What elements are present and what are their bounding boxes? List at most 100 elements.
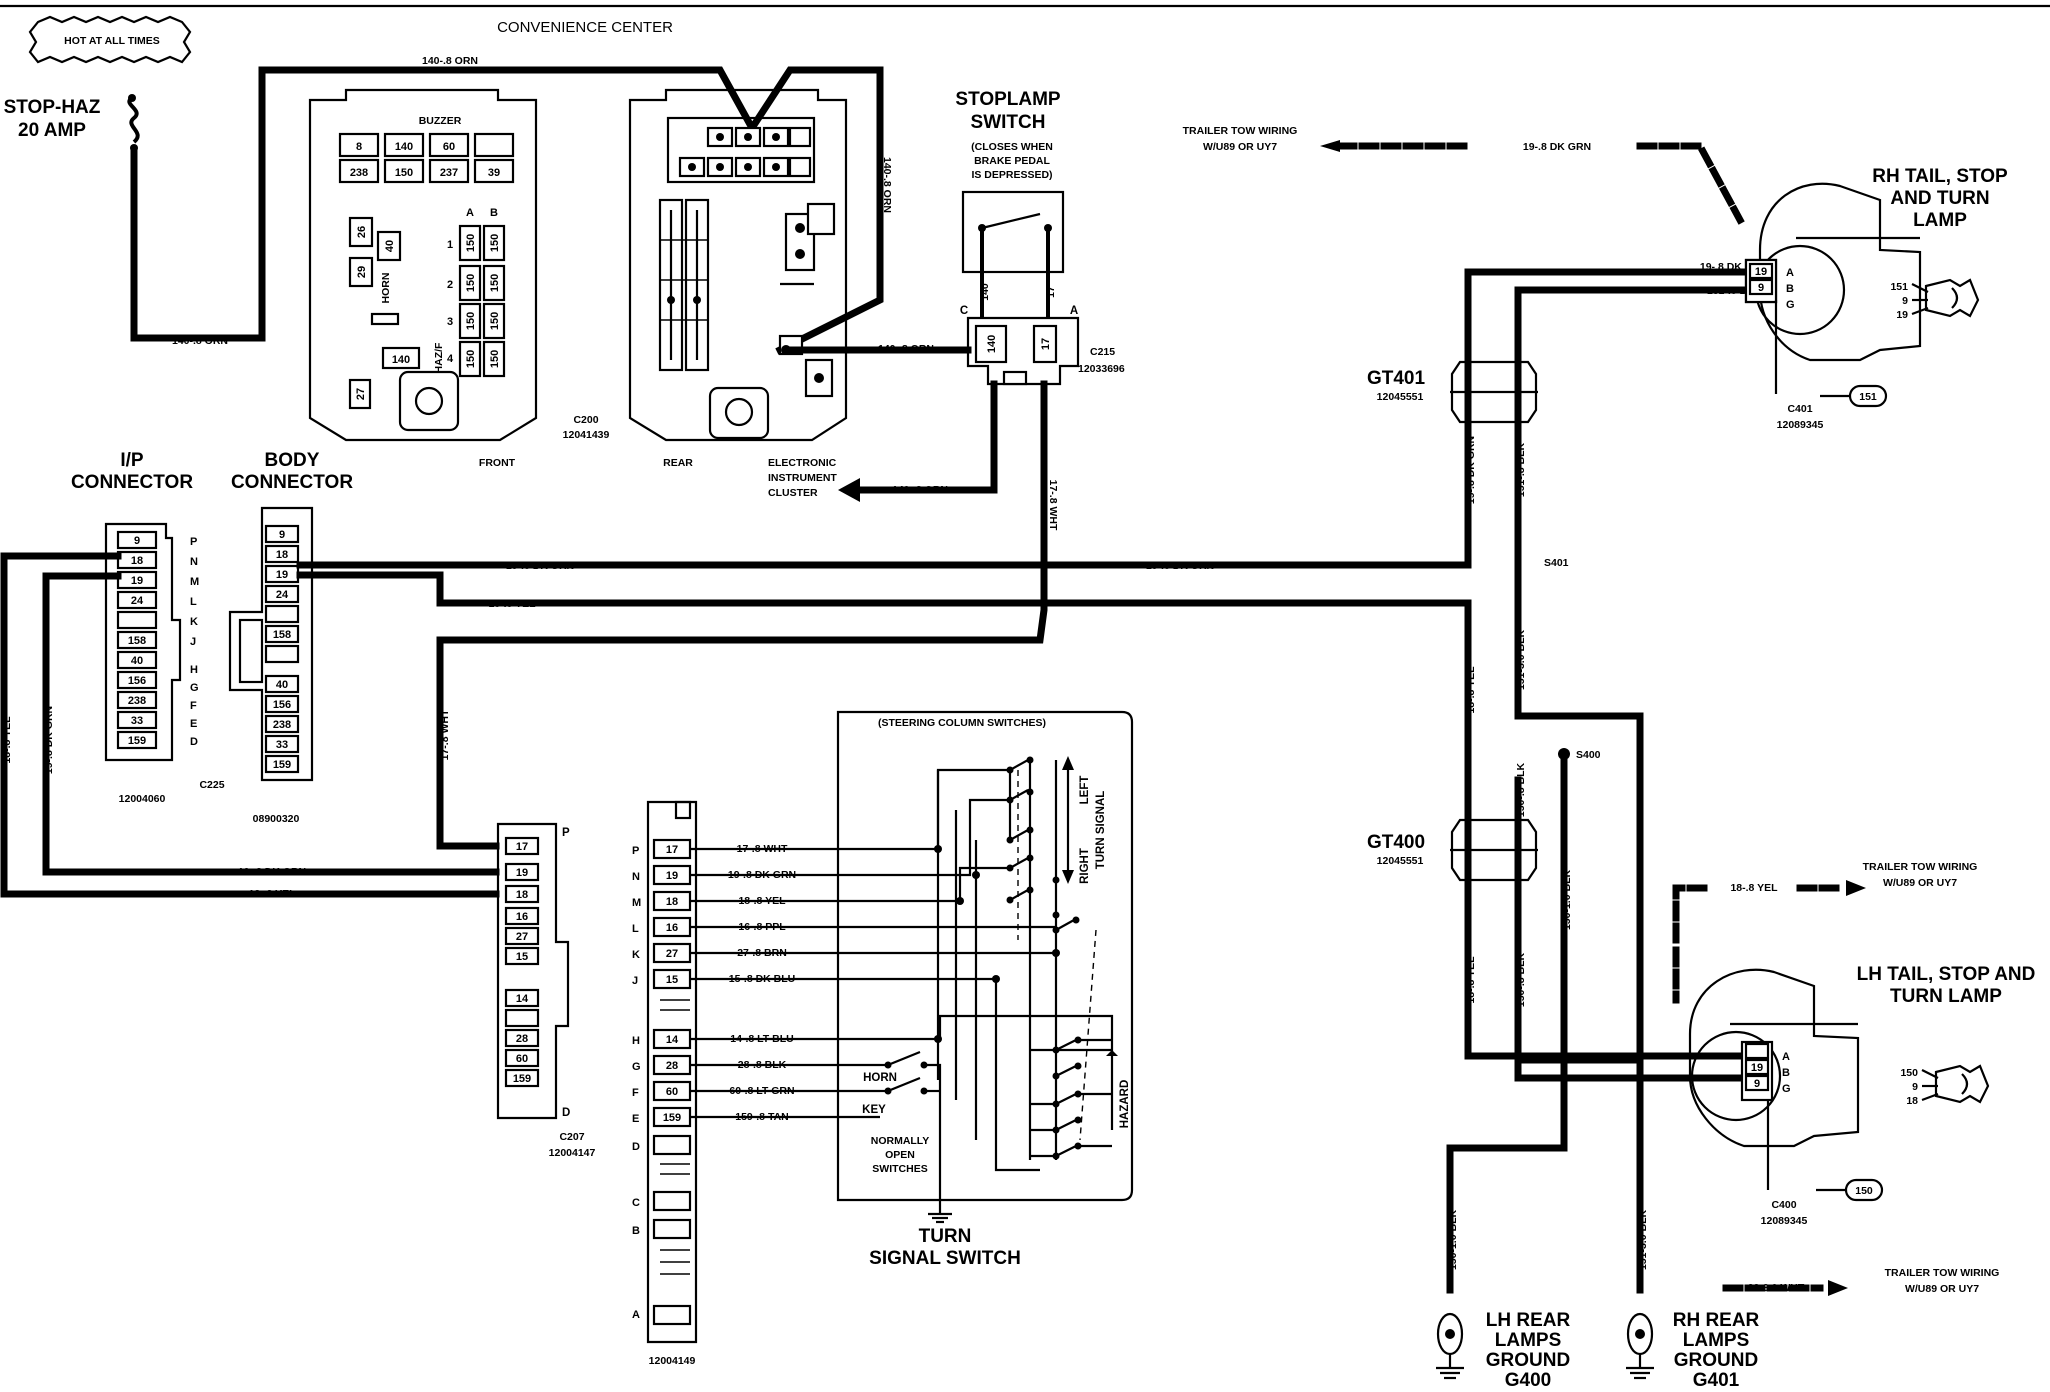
lh-tail-stop-turn-lamp: LH TAIL, STOP AND TURN LAMP 19 9 A B G 1… — [1688, 964, 2035, 1227]
svg-text:27-.8 BRN: 27-.8 BRN — [737, 947, 787, 959]
svg-text:P: P — [562, 827, 570, 839]
svg-text:C401: C401 — [1787, 403, 1812, 415]
svg-text:150: 150 — [1855, 1185, 1873, 1197]
svg-text:18-.8 YEL: 18-.8 YEL — [1465, 666, 1477, 714]
svg-text:P: P — [190, 536, 197, 548]
tsw-pins: 17 19 18 16 27 15 14 28 60 159 — [652, 838, 692, 1326]
svg-text:156: 156 — [273, 699, 291, 711]
svg-text:08900320: 08900320 — [253, 813, 300, 825]
svg-text:J: J — [190, 636, 196, 648]
gt400-grommet: GT400 12045551 — [1367, 818, 1538, 882]
svg-text:24: 24 — [276, 589, 289, 601]
svg-text:A: A — [1786, 267, 1794, 279]
svg-text:9: 9 — [279, 529, 285, 541]
svg-text:14: 14 — [666, 1034, 679, 1046]
front-label: FRONT — [479, 457, 516, 469]
wire-151-3-blk — [1514, 712, 1644, 1294]
wire-19-dk-grn-ip — [42, 572, 500, 876]
svg-text:G: G — [1786, 299, 1795, 311]
svg-text:19: 19 — [131, 575, 143, 587]
svg-text:159: 159 — [513, 1073, 531, 1085]
c200-label: C200 — [573, 414, 598, 426]
c215-connector: 140 17 C A C215 12033696 — [960, 305, 1125, 386]
svg-text:C225: C225 — [199, 779, 224, 791]
svg-text:19-.8 DK GRN: 19-.8 DK GRN — [506, 560, 574, 572]
svg-text:150: 150 — [489, 234, 501, 252]
g400-ground: LH REAR LAMPS GROUND G400 — [1436, 1310, 1570, 1391]
svg-text:B: B — [1782, 1067, 1790, 1079]
svg-text:60: 60 — [443, 141, 455, 153]
svg-text:18-.8 YEL: 18-.8 YEL — [248, 888, 296, 900]
svg-text:12004147: 12004147 — [549, 1147, 596, 1159]
c207-pins: 17 19 18 16 27 15 14 28 60 159 — [504, 836, 540, 1088]
svg-text:27: 27 — [355, 388, 367, 400]
svg-text:OPEN: OPEN — [885, 1149, 915, 1161]
svg-text:28: 28 — [516, 1033, 528, 1045]
wire-17-wht — [436, 380, 1048, 850]
svg-text:S400: S400 — [1576, 749, 1601, 761]
stop-haz-fuse: STOP-HAZ 20 AMP — [4, 94, 140, 152]
ip-pins: 9 18 19 24 158 40 156 238 33 159 — [116, 530, 158, 750]
svg-text:238: 238 — [273, 719, 291, 731]
rear-terminals — [678, 126, 812, 178]
svg-text:J: J — [632, 975, 638, 987]
svg-text:140: 140 — [979, 283, 991, 301]
svg-text:LAMPS: LAMPS — [1683, 1330, 1750, 1351]
svg-text:GT401: GT401 — [1367, 368, 1426, 389]
svg-text:15: 15 — [666, 974, 678, 986]
svg-text:BODY: BODY — [265, 450, 320, 471]
svg-text:M: M — [190, 576, 199, 588]
svg-text:40: 40 — [384, 240, 396, 252]
svg-text:3: 3 — [447, 316, 453, 328]
svg-text:W/U89 OR UY7: W/U89 OR UY7 — [1905, 1283, 1979, 1295]
svg-text:8: 8 — [356, 141, 362, 153]
svg-text:16-.8 PPL: 16-.8 PPL — [738, 921, 786, 933]
svg-text:12045551: 12045551 — [1377, 855, 1424, 867]
svg-text:19: 19 — [516, 867, 528, 879]
svg-text:140: 140 — [395, 141, 413, 153]
svg-text:140-.8 ORN: 140-.8 ORN — [892, 484, 948, 496]
svg-text:2: 2 — [447, 279, 453, 291]
svg-text:CONNECTOR: CONNECTOR — [71, 472, 193, 493]
front-top-fuses: 8 140 60 238 150 237 39 — [338, 132, 515, 184]
svg-text:19-.8 DK GRN: 19-.8 DK GRN — [1523, 141, 1591, 153]
svg-text:RIGHT: RIGHT — [1079, 848, 1091, 884]
svg-text:17: 17 — [1045, 286, 1057, 298]
svg-text:156: 156 — [128, 675, 146, 687]
svg-text:158: 158 — [128, 635, 146, 647]
body-pins: 9 18 19 24 158 40 156 238 33 159 — [264, 524, 300, 774]
steering-column-switches: (STEERING COLUMN SWITCHES) — [830, 710, 1134, 1224]
svg-text:D: D — [562, 1107, 570, 1119]
svg-text:A: A — [632, 1309, 640, 1321]
svg-text:140: 140 — [392, 354, 410, 366]
svg-text:19: 19 — [666, 870, 678, 882]
horn-key-switches: HORN KEY NORMALLY OPEN SWITCHES — [862, 1050, 942, 1200]
svg-text:G: G — [190, 682, 199, 694]
svg-text:LAMPS: LAMPS — [1495, 1330, 1562, 1351]
fuse-symbol — [127, 96, 140, 144]
svg-text:151-.8 BLK: 151-.8 BLK — [1515, 442, 1527, 497]
svg-text:150: 150 — [489, 274, 501, 292]
horn-label: HORN — [380, 273, 392, 304]
svg-text:151-3.0 BLK: 151-3.0 BLK — [1637, 1210, 1649, 1271]
svg-text:TRAILER TOW WIRING: TRAILER TOW WIRING — [1183, 125, 1298, 137]
buzzer-label: BUZZER — [419, 115, 462, 127]
svg-text:39: 39 — [488, 167, 500, 179]
svg-text:19-.8 DK GRN: 19-.8 DK GRN — [43, 706, 55, 774]
svg-text:151: 151 — [1859, 391, 1877, 403]
svg-text:SWITCHES: SWITCHES — [872, 1163, 927, 1175]
svg-text:40: 40 — [131, 655, 143, 667]
hot-at-all-times-box: HOT AT ALL TIMES — [28, 15, 192, 64]
svg-text:B: B — [490, 207, 498, 219]
svg-text:B: B — [1786, 283, 1794, 295]
svg-text:28-.8 BLK: 28-.8 BLK — [738, 1059, 787, 1071]
svg-text:19: 19 — [1896, 309, 1908, 321]
svg-text:F: F — [632, 1087, 639, 1099]
svg-text:INSTRUMENT: INSTRUMENT — [768, 472, 837, 484]
svg-text:140: 140 — [986, 335, 998, 353]
svg-text:12045551: 12045551 — [1377, 391, 1424, 403]
svg-text:TURN SIGNAL: TURN SIGNAL — [1095, 791, 1107, 870]
svg-text:(CLOSES WHEN: (CLOSES WHEN — [971, 141, 1053, 153]
svg-text:159-.8 TAN: 159-.8 TAN — [735, 1111, 789, 1123]
g401-ground: RH REAR LAMPS GROUND G401 — [1626, 1310, 1760, 1391]
